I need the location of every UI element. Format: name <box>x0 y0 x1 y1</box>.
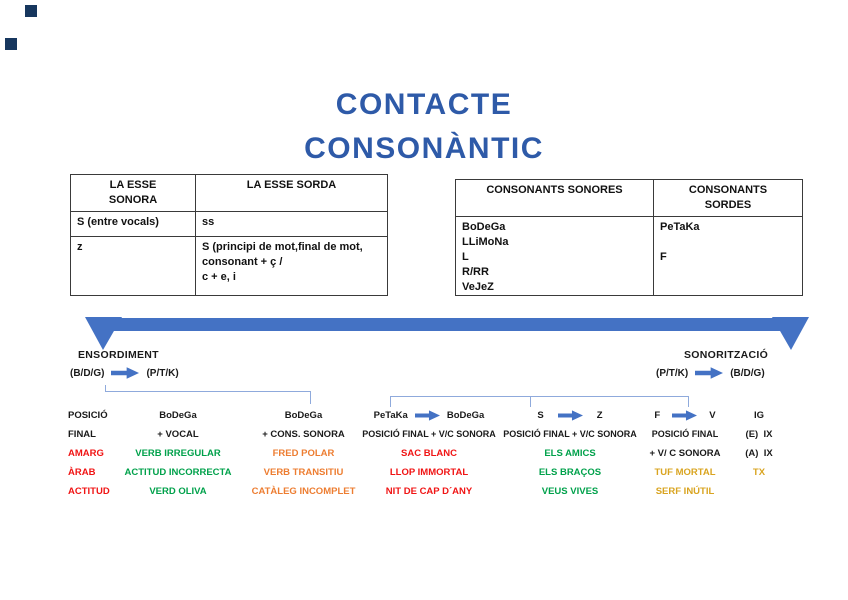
sonoritzacio-to: (B/D/G) <box>730 367 765 379</box>
esse-header-sorda: LA ESSE SORDA <box>246 179 337 191</box>
grid-col-f-v: F V POSICIÓ FINAL + V/ C SONORA TUF MORT… <box>637 406 733 501</box>
sonoritzacio-from: (P/T/K) <box>656 367 689 379</box>
sonoritzacio-label: SONORITZACIÓ <box>684 349 769 361</box>
grid-cell: VERD OLIVA <box>149 486 207 497</box>
grid-cell: ACTITUD INCORRECTA <box>124 467 232 478</box>
consonants-body-sonores: BoDeGa LLiMoNa L R/RR VeJeZ <box>456 217 654 295</box>
esse-row1-left: S (entre vocals) <box>71 212 196 236</box>
sonoritzacio-rule: (P/T/K) (B/D/G) <box>656 367 765 379</box>
grid-col-bodega-cons-sonora: BoDeGa + CONS. SONORA FRED POLAR VERB TR… <box>247 406 360 501</box>
grid-cell: LLOP IMMORTAL <box>389 467 469 478</box>
right-arrow-icon <box>695 367 724 379</box>
esse-table-row2: z S (principi de mot,final de mot, conso… <box>71 237 387 295</box>
grid-col-ig-ix: IG (E) IX (A) IX TX <box>738 406 780 482</box>
grid-cell: ELS AMICS <box>544 448 596 459</box>
grid-cell: AMARG <box>68 448 104 459</box>
esse-table-row1: S (entre vocals) ss <box>71 212 387 237</box>
grid-cell: TX <box>752 467 766 478</box>
corner-mark <box>5 38 17 50</box>
grid-cell-from: PeTaKa <box>373 410 408 421</box>
page-title-line2: CONSONÀNTIC <box>304 132 544 165</box>
grid-cell: CATÀLEG INCOMPLET <box>251 486 356 497</box>
grid-cell: VEUS VIVES <box>541 486 599 497</box>
connector-line <box>105 391 311 392</box>
grid-cell: (E) IX <box>745 429 773 440</box>
grid-cell: VERB TRANSITIU <box>263 467 344 478</box>
double-arrow <box>85 317 809 350</box>
grid-cell: POSICIÓ FINAL + V/C SONORA <box>362 429 496 439</box>
grid-cell: FINAL <box>68 429 96 440</box>
consonants-table-header-row: CONSONANTS SONORES CONSONANTS SORDES <box>456 180 802 217</box>
right-arrow-icon <box>557 410 583 421</box>
esse-row2-right: S (principi de mot,final de mot, consona… <box>202 241 363 283</box>
right-arrow-icon <box>111 367 140 379</box>
ensordiment-from: (B/D/G) <box>70 367 105 379</box>
grid-cell-from: F <box>654 410 661 421</box>
grid-cell: ACTITUD <box>68 486 110 497</box>
grid-cell: SERF INÚTIL <box>655 486 715 497</box>
grid-cell: TUF MORTAL <box>654 467 716 478</box>
grid-cell: BoDeGa <box>159 410 197 421</box>
esse-row2-left: z <box>71 237 196 295</box>
esse-header-sonora: LA ESSE SONORA <box>71 175 196 211</box>
esse-table-header-row: LA ESSE SONORA LA ESSE SORDA <box>71 175 387 212</box>
grid-cell: + VOCAL <box>157 429 199 440</box>
grid-cell-to: Z <box>596 410 603 421</box>
grid-cell: FRED POLAR <box>272 448 335 459</box>
consonants-table: CONSONANTS SONORES CONSONANTS SORDES BoD… <box>455 179 803 296</box>
right-arrow-icon <box>414 410 440 421</box>
page-title-line1: CONTACTE <box>335 88 513 121</box>
consonants-body-sordes: PeTaKa F <box>660 221 700 263</box>
grid-cell: VERB IRREGULAR <box>135 448 221 459</box>
consonants-header-sonores: CONSONANTS SONORES <box>456 180 654 216</box>
grid-col-bodega-vocal: BoDeGa + VOCAL VERB IRREGULAR ACTITUD IN… <box>122 406 234 501</box>
grid-cell: POSICIÓ <box>68 410 108 421</box>
grid-cell: S Z <box>501 406 639 425</box>
grid-cell: POSICIÓ FINAL <box>651 429 719 439</box>
ensordiment-label: ENSORDIMENT <box>78 349 159 361</box>
connector-line <box>688 396 689 407</box>
grid-col-petaka-bodega: PeTaKa BoDeGa POSICIÓ FINAL + V/C SONORA… <box>360 406 498 501</box>
ensordiment-rule: (B/D/G) (P/T/K) <box>70 367 179 379</box>
grid-cell: IG <box>753 410 765 421</box>
grid-cell: SAC BLANC <box>401 448 457 459</box>
connector-line <box>390 396 688 397</box>
grid-cell: POSICIÓ FINAL + V/C SONORA <box>503 429 637 439</box>
consonants-header-sordes: CONSONANTS SORDES <box>688 184 768 211</box>
corner-mark <box>25 5 37 17</box>
grid-cell: ÀRAB <box>68 467 96 478</box>
esse-table: LA ESSE SONORA LA ESSE SORDA S (entre vo… <box>70 174 388 296</box>
grid-cell: PeTaKa BoDeGa <box>360 406 498 425</box>
ensordiment-to: (P/T/K) <box>146 367 179 379</box>
grid-col-posicio-final: POSICIÓ FINAL AMARG ÀRAB ACTITUD <box>68 406 130 501</box>
consonants-table-body-row: BoDeGa LLiMoNa L R/RR VeJeZ PeTaKa F <box>456 217 802 295</box>
grid-cell: F V <box>637 406 733 425</box>
connector-line <box>530 396 531 407</box>
grid-cell-from: S <box>537 410 544 421</box>
grid-cell-to: BoDeGa <box>446 410 485 421</box>
grid-cell: (A) IX <box>745 448 773 459</box>
grid-cell: + CONS. SONORA <box>262 429 345 440</box>
right-arrow-icon <box>672 410 698 421</box>
grid-cell: NIT DE CAP D´ANY <box>385 486 473 497</box>
connector-line <box>310 391 311 404</box>
connector-line <box>105 385 106 392</box>
grid-cell: BoDeGa <box>284 410 323 421</box>
connector-line <box>390 396 391 407</box>
grid-cell-to: V <box>709 410 716 421</box>
grid-cell: + V/ C SONORA <box>649 448 721 459</box>
esse-row1-right: ss <box>202 216 215 228</box>
grid-cell: ELS BRAÇOS <box>538 467 602 478</box>
grid-col-s-z: S Z POSICIÓ FINAL + V/C SONORA ELS AMICS… <box>501 406 639 501</box>
